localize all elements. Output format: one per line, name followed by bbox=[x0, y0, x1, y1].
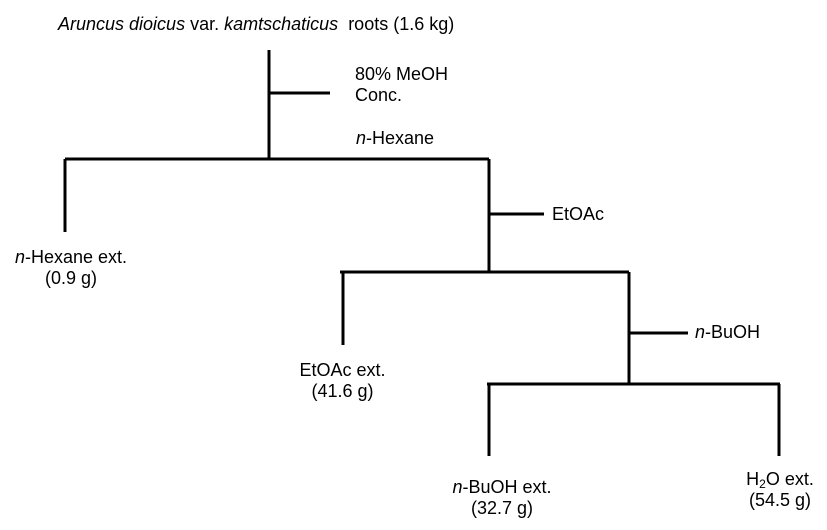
hexane-extract-name: n-Hexane ext. bbox=[0, 247, 142, 268]
buoh-solvent-name: -BuOH bbox=[705, 322, 761, 342]
etoac-solvent-label: EtOAc bbox=[552, 204, 604, 225]
buoh-extract-mass: (32.7 g) bbox=[470, 498, 534, 518]
hexane-solvent-name: -Hexane bbox=[366, 128, 435, 148]
hexane-solvent-label: n-Hexane bbox=[356, 128, 434, 149]
etoac-solvent-name: EtOAc bbox=[552, 204, 605, 224]
hexane-extract-prefix: n bbox=[14, 247, 25, 267]
water-h: H bbox=[746, 469, 760, 489]
hexane-extract-mass: (0.9 g) bbox=[44, 268, 98, 288]
water-extract-mass: (54.5 g) bbox=[748, 490, 812, 510]
source-species: Aruncus dioicus bbox=[58, 14, 186, 34]
etoac-extract-name: EtOAc ext. bbox=[299, 360, 386, 380]
water-extract-name: H2O ext. bbox=[733, 469, 827, 490]
meoh-solvent: 80% MeOH bbox=[355, 64, 449, 84]
source-var: var. bbox=[190, 14, 220, 34]
source-variety: kamtschaticus bbox=[224, 14, 339, 34]
conc-action: Conc. bbox=[355, 85, 403, 105]
buoh-extract-name: n-BuOH ext. bbox=[438, 477, 566, 498]
buoh-extract-label: n-BuOH ext. (32.7 g) bbox=[438, 477, 566, 519]
source-rest: roots (1.6 kg) bbox=[348, 14, 455, 34]
etoac-extract-label: EtOAc ext. (41.6 g) bbox=[285, 360, 400, 402]
buoh-extract-prefix: n bbox=[452, 477, 463, 497]
water-extract-text: O ext. bbox=[765, 469, 814, 489]
step1-label: 80% MeOH Conc. bbox=[355, 64, 448, 106]
source-material-label: Aruncus dioicus var. kamtschaticus roots… bbox=[58, 14, 454, 35]
buoh-extract-text: -BuOH ext. bbox=[462, 477, 552, 497]
buoh-solvent-prefix: n bbox=[695, 322, 706, 342]
hexane-extract-text: -Hexane ext. bbox=[24, 247, 128, 267]
hexane-extract-label: n-Hexane ext. (0.9 g) bbox=[0, 247, 142, 289]
water-subscript: 2 bbox=[759, 477, 766, 491]
etoac-extract-mass: (41.6 g) bbox=[311, 381, 374, 401]
buoh-solvent-label: n-BuOH bbox=[695, 322, 760, 343]
water-extract-label: H2O ext. (54.5 g) bbox=[733, 469, 827, 511]
hexane-solvent-prefix: n bbox=[356, 128, 367, 148]
